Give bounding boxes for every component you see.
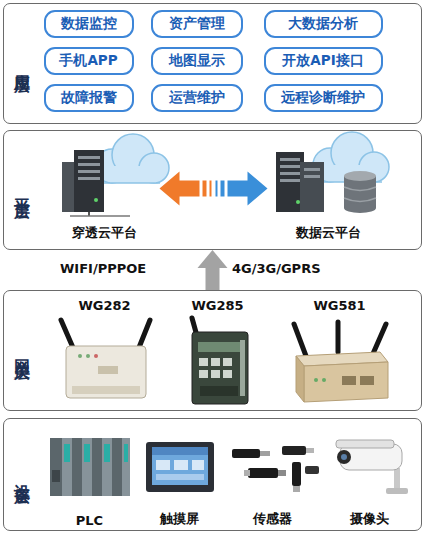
function-box: 大数据分析 bbox=[264, 10, 383, 38]
arrow-part bbox=[203, 181, 207, 197]
bidirectional-arrow bbox=[160, 172, 268, 206]
router-device bbox=[294, 322, 388, 402]
device-label: WG285 bbox=[191, 298, 243, 313]
function-box: 数据监控 bbox=[44, 10, 134, 38]
device-label: PLC bbox=[76, 513, 103, 528]
arrow-part bbox=[160, 172, 200, 206]
layer-title: 设备层 bbox=[11, 470, 32, 479]
layer-band: 网关层 WG282 WG285 WG581 bbox=[3, 290, 422, 411]
gateway-device: WG285 bbox=[168, 295, 268, 407]
layer-title: 应用层 bbox=[11, 59, 32, 68]
arrow-part bbox=[210, 181, 212, 197]
cloud-icon bbox=[95, 134, 169, 183]
function-box: 运营维护 bbox=[151, 84, 243, 112]
uplink-arrow bbox=[198, 250, 228, 290]
device-label: WG282 bbox=[78, 298, 130, 313]
server-icon bbox=[62, 150, 130, 216]
server-icon bbox=[276, 152, 324, 212]
platform-node: 穿透云平台 bbox=[50, 136, 160, 242]
box-label: 数据监控 bbox=[61, 15, 117, 33]
function-box: 远程诊断维护 bbox=[264, 84, 383, 112]
platform-node: 数据云平台 bbox=[268, 136, 390, 242]
box-label: 远程诊断维护 bbox=[281, 89, 365, 107]
camera-illustration bbox=[336, 440, 408, 494]
arrow-part bbox=[221, 181, 225, 197]
device-label: 触摸屏 bbox=[160, 510, 199, 528]
hmi-illustration bbox=[146, 442, 214, 492]
function-box: 资产管理 bbox=[151, 10, 243, 38]
box-label: 手机APP bbox=[59, 52, 117, 70]
arrow-part bbox=[198, 250, 228, 290]
function-box: 手机APP bbox=[44, 47, 134, 75]
layer-title: 网关层 bbox=[11, 346, 32, 355]
router-device bbox=[61, 320, 150, 398]
cloud-icon bbox=[313, 132, 389, 182]
arrow-part bbox=[228, 172, 268, 206]
field-device: PLC bbox=[45, 424, 135, 528]
link-label: WIFI/PPPOE bbox=[60, 261, 146, 276]
box-label: 运营维护 bbox=[169, 89, 225, 107]
function-box: 故障报警 bbox=[44, 84, 134, 112]
field-device: 摄像头 bbox=[322, 424, 417, 528]
box-label: 资产管理 bbox=[169, 15, 225, 33]
layer-title: 平台层 bbox=[11, 186, 32, 195]
field-device: 触摸屏 bbox=[140, 424, 220, 528]
box-label: 开放API接口 bbox=[282, 52, 363, 70]
gateway-device: WG581 bbox=[285, 295, 395, 407]
layer-band: 应用层 数据监控 资产管理 大数据分析手机APP 地图显示 开放API接口故障报警 运营维护… bbox=[3, 3, 422, 124]
layer-band: 设备层 PLC 触摸屏 传感器 摄像头 bbox=[3, 418, 422, 531]
layer-band: 平台层穿透云平台 数据云平台 bbox=[3, 130, 422, 250]
box-label: 大数据分析 bbox=[288, 15, 358, 33]
din-gateway-device bbox=[192, 318, 248, 404]
function-box: 开放API接口 bbox=[264, 47, 383, 75]
arrow-part bbox=[216, 181, 218, 197]
sensor-illustration bbox=[232, 446, 319, 492]
gateway-device: WG282 bbox=[55, 295, 155, 407]
plc-illustration bbox=[50, 438, 130, 496]
device-label: WG581 bbox=[313, 298, 365, 313]
field-device: 传感器 bbox=[225, 424, 320, 528]
box-label: 地图显示 bbox=[169, 52, 225, 70]
function-box: 地图显示 bbox=[151, 47, 243, 75]
box-label: 故障报警 bbox=[61, 89, 117, 107]
device-label: 摄像头 bbox=[350, 510, 389, 528]
database-icon bbox=[344, 171, 376, 213]
link-label: 4G/3G/GPRS bbox=[232, 261, 321, 276]
device-label: 传感器 bbox=[253, 510, 292, 528]
platform-label: 穿透云平台 bbox=[72, 224, 137, 242]
platform-label: 数据云平台 bbox=[296, 224, 361, 242]
